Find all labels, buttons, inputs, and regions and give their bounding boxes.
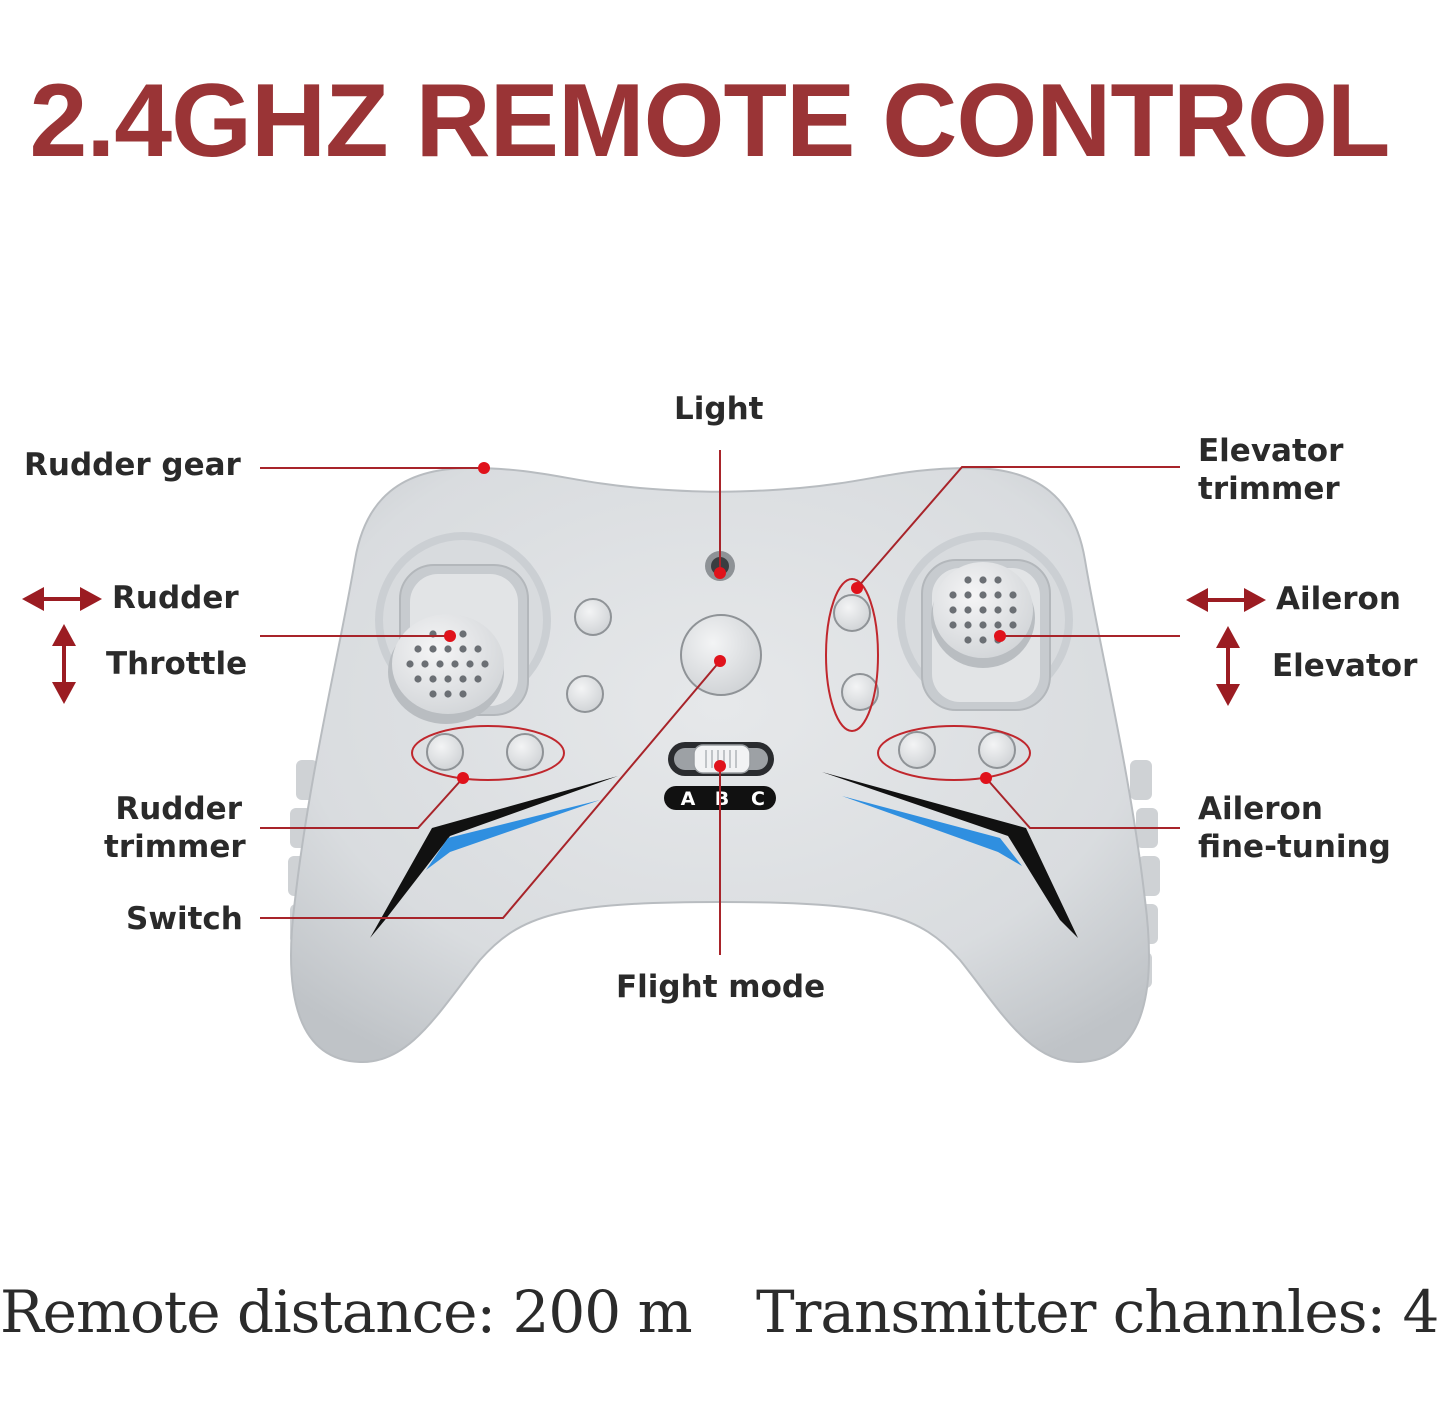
mode-letter-a: A bbox=[681, 788, 696, 810]
label-aileron: Aileron bbox=[1276, 581, 1401, 617]
mode-letter-b: B bbox=[715, 788, 729, 810]
label-elevator: Elevator bbox=[1272, 648, 1418, 684]
label-aileron-fine-tuning: Aileron fine-tuning bbox=[1198, 791, 1391, 865]
label-throttle: Throttle bbox=[106, 646, 248, 682]
elevator-trimmer-buttons bbox=[833, 594, 879, 711]
spec-remote-distance: Remote distance: 200 m bbox=[0, 1278, 693, 1346]
label-rudder-gear: Rudder gear bbox=[24, 447, 241, 483]
leader-lines bbox=[260, 450, 1180, 955]
right-decor-stripes bbox=[822, 772, 1078, 938]
label-rudder-trimmer: Rudder trimmer bbox=[104, 791, 246, 865]
right-joystick bbox=[931, 562, 1035, 668]
label-light: Light bbox=[674, 391, 764, 427]
label-elevator-trimmer: Elevator trimmer bbox=[1198, 433, 1344, 507]
horizontal-arrow-icon bbox=[1186, 588, 1266, 612]
mode-letter-c: C bbox=[751, 788, 765, 810]
left-decor-stripes bbox=[370, 776, 618, 938]
highlight-ovals bbox=[411, 578, 1031, 781]
aileron-fine-tuning-buttons bbox=[898, 731, 1016, 769]
left-side-buttons bbox=[566, 598, 612, 713]
switch-button bbox=[680, 614, 762, 696]
label-flight-mode: Flight mode bbox=[616, 969, 826, 1005]
left-joystick bbox=[388, 614, 504, 724]
spec-transmitter-channels: Transmitter channles: 4 bbox=[756, 1278, 1438, 1346]
page-title: 2.4GHZ REMOTE CONTROL bbox=[29, 63, 1391, 179]
callout-dots bbox=[444, 462, 1006, 784]
vertical-arrow-icon bbox=[1216, 626, 1240, 706]
label-rudder: Rudder bbox=[112, 580, 239, 616]
rudder-trimmer-buttons bbox=[426, 733, 544, 771]
label-switch: Switch bbox=[126, 901, 243, 937]
horizontal-arrow-icon bbox=[22, 587, 102, 611]
vertical-arrow-icon bbox=[52, 624, 76, 704]
